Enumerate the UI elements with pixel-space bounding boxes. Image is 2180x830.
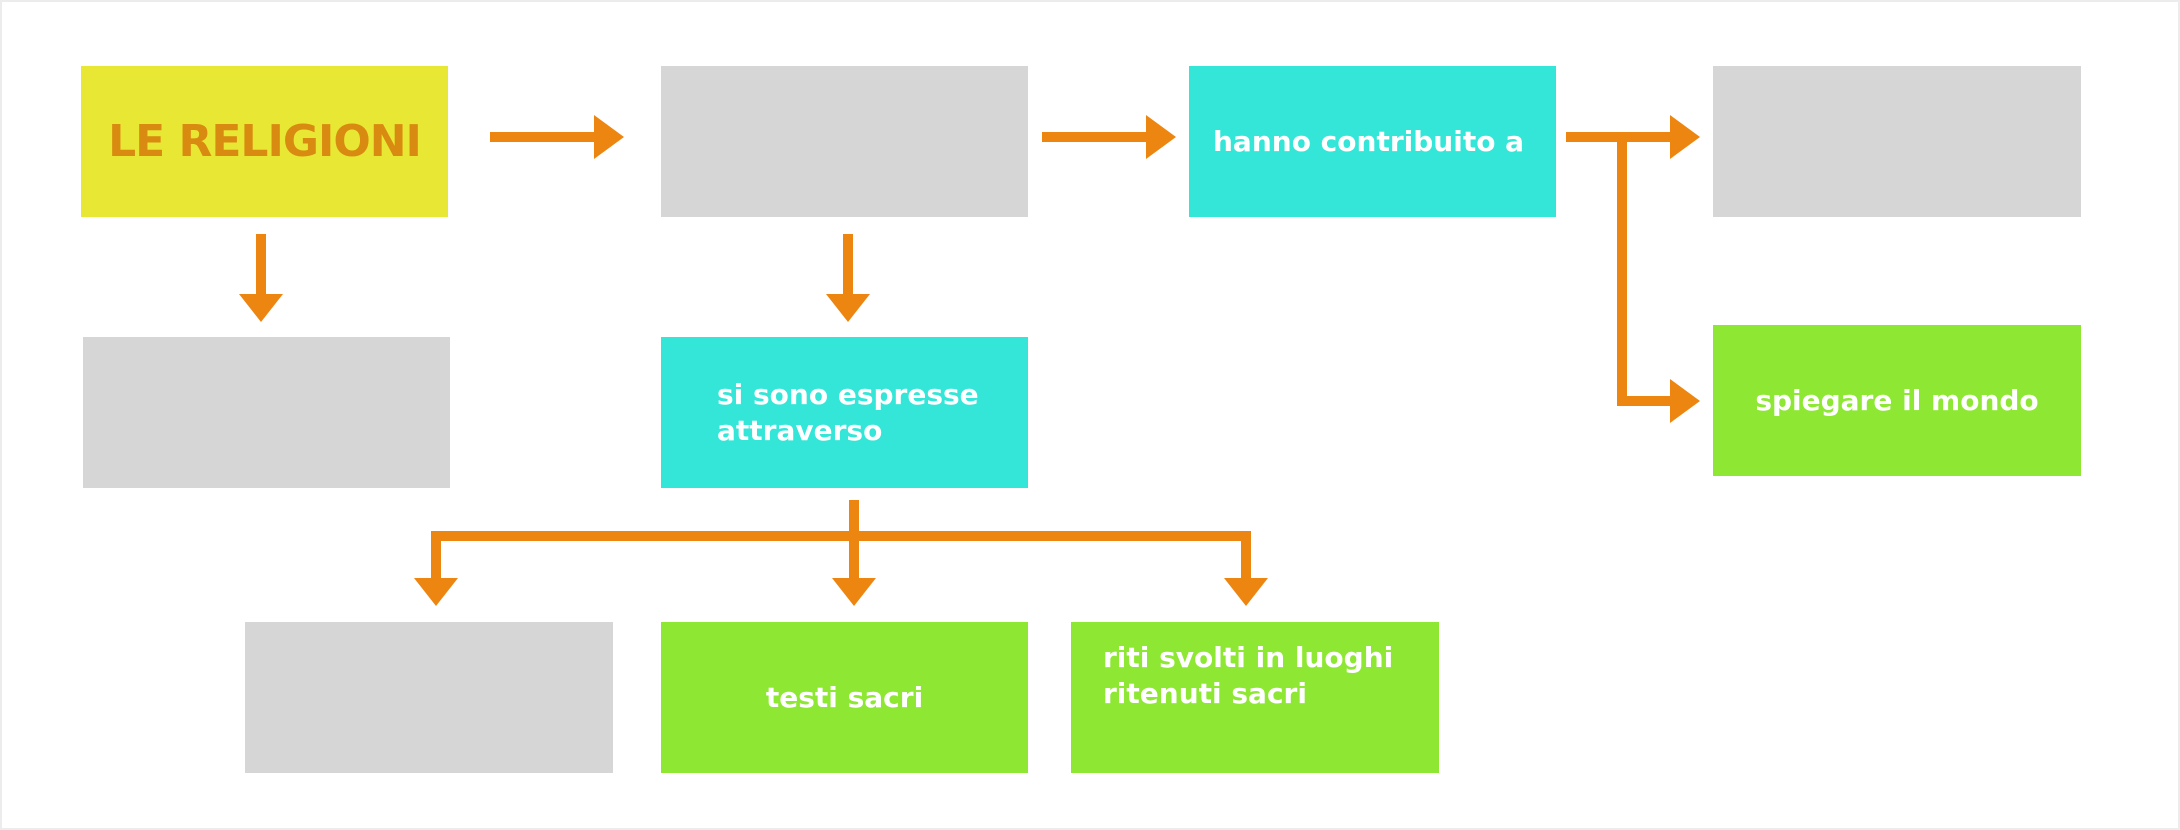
arrowhead-middle-to-contribuito: [1146, 115, 1176, 159]
node-hanno-contribuito: hanno contribuito a: [1189, 66, 1556, 217]
arrowhead-religioni-to-middle: [594, 115, 624, 159]
node-le-religioni-label: LE RELIGIONI: [108, 115, 422, 167]
arrowhead-middle-down: [826, 294, 870, 322]
node-testi-sacri-label: testi sacri: [765, 680, 924, 714]
connector-contribuito-branch: [1617, 137, 1674, 406]
node-blank-left: [83, 337, 450, 488]
arrowhead-contribuito-to-spiegare: [1670, 379, 1700, 423]
node-testi-sacri: testi sacri: [661, 622, 1028, 773]
node-le-religioni: LE RELIGIONI: [81, 66, 448, 217]
arrowhead-religioni-down: [239, 294, 283, 322]
node-blank-bottom-left: [245, 622, 613, 773]
connector-espresse-horizontal: [431, 531, 1251, 580]
node-spiegare-il-mondo-label: spiegare il mondo: [1755, 383, 2039, 417]
arrowhead-to-testi-sacri: [832, 578, 876, 606]
node-blank-top-right: [1713, 66, 2081, 217]
node-si-sono-espresse-label: si sono espresse attraverso: [717, 377, 979, 447]
arrowhead-to-bottom-left: [414, 578, 458, 606]
arrowhead-contribuito-to-top-right: [1670, 115, 1700, 159]
node-riti-svolti-label: riti svolti in luoghi ritenuti sacri: [1103, 641, 1394, 710]
node-riti-svolti: riti svolti in luoghi ritenuti sacri: [1071, 622, 1439, 773]
node-si-sono-espresse: si sono espresse attraverso: [661, 337, 1028, 488]
node-hanno-contribuito-label: hanno contribuito a: [1213, 124, 1525, 158]
node-spiegare-il-mondo: spiegare il mondo: [1713, 325, 2081, 476]
node-blank-top-middle: [661, 66, 1028, 217]
arrowhead-to-riti-svolti: [1224, 578, 1268, 606]
